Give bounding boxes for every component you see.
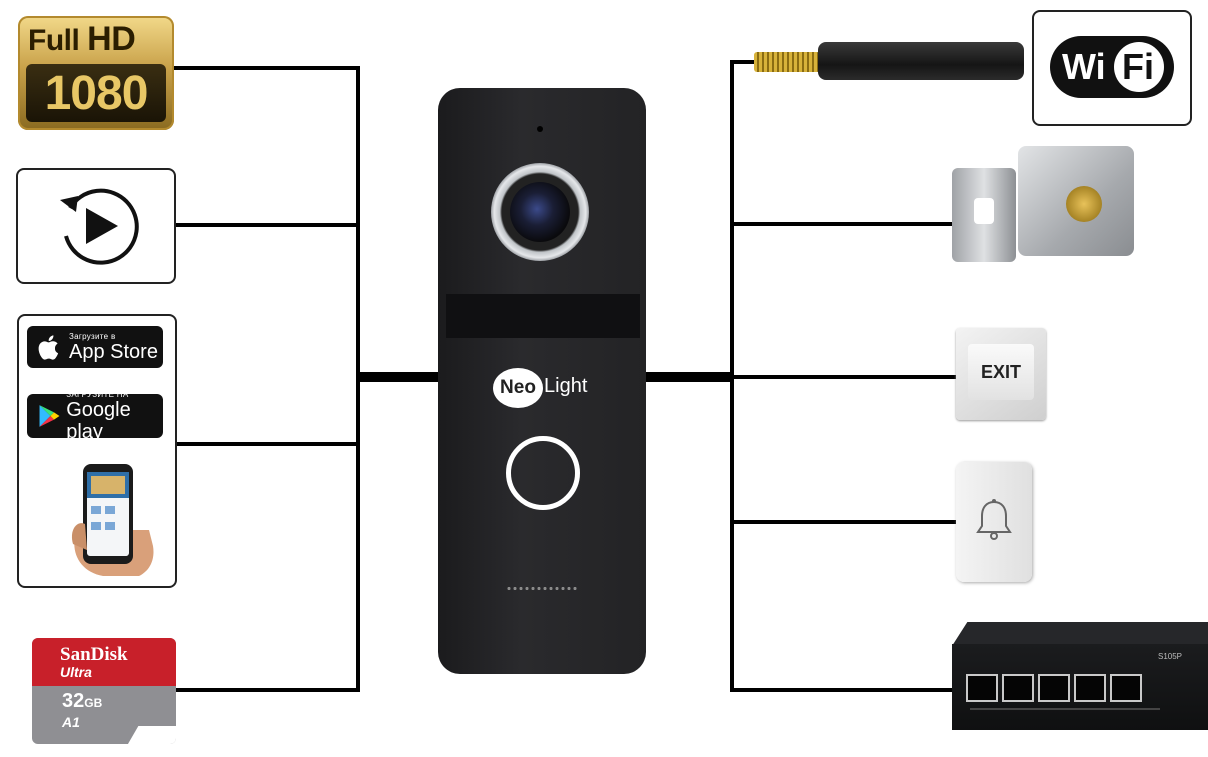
speaker-grille xyxy=(506,586,578,591)
connector-line xyxy=(174,66,360,70)
connector-line xyxy=(176,223,360,227)
app-store-badge[interactable]: Загрузите в App Store xyxy=(27,326,163,368)
wifi-logo-wi: Wi xyxy=(1062,46,1106,87)
hd-label-hd: HD xyxy=(87,20,136,58)
bell-icon xyxy=(976,499,1012,540)
lock-key-cylinder xyxy=(1066,186,1102,222)
sd-capacity: 32GB xyxy=(62,690,102,713)
switch-led-row xyxy=(970,708,1160,710)
resolution-label: 1080 xyxy=(26,64,166,122)
sd-notch xyxy=(125,726,176,744)
sd-brand: SanDisk xyxy=(60,644,128,665)
camera-lens-glass xyxy=(510,182,570,242)
wifi-logo-fi: Fi xyxy=(1122,46,1154,87)
connector-line xyxy=(734,375,956,379)
sd-capacity-unit: GB xyxy=(84,696,103,710)
switch-model: S105P xyxy=(1158,652,1183,661)
connector-line xyxy=(734,688,952,692)
exit-button-device: EXIT xyxy=(956,328,1046,420)
connector-bus-left xyxy=(356,66,360,692)
app-store-small: Загрузите в xyxy=(69,331,116,341)
connector-bus-right xyxy=(730,60,734,692)
connector-line xyxy=(734,222,952,226)
camera-lens xyxy=(491,163,589,261)
ir-sensor-strip xyxy=(446,294,640,338)
connector-line xyxy=(176,442,360,446)
google-play-badge[interactable]: ЗАГРУЗИТЕ НА Google play xyxy=(27,390,163,443)
door-chime xyxy=(956,462,1032,582)
google-play-label: Google play xyxy=(66,398,131,443)
brand-logo-circle: Neo xyxy=(493,368,543,408)
connector-line xyxy=(360,372,440,382)
ethernet-port xyxy=(1074,674,1106,702)
phone-in-hand-icon xyxy=(71,464,154,576)
switch-front: S105P xyxy=(952,644,1208,730)
brand-logo-text: Light xyxy=(544,375,588,397)
connector-line xyxy=(176,688,360,692)
antenna-connector xyxy=(754,52,820,72)
connector-line xyxy=(644,372,734,382)
lock-strike-plate xyxy=(952,168,1016,262)
switch-top xyxy=(952,622,1208,646)
microphone-hole xyxy=(537,126,543,132)
playback-feature-box xyxy=(16,168,176,284)
wifi-logo-circle xyxy=(1114,42,1164,92)
mobile-app-box: Загрузите в App Store ЗАГРУЗИТЕ НА Googl… xyxy=(17,314,177,588)
ethernet-port xyxy=(966,674,998,702)
sd-card-label-band xyxy=(32,638,176,686)
poe-switch: S105P xyxy=(952,622,1208,730)
wifi-logo-box: Wi Fi xyxy=(1032,10,1192,126)
wifi-antenna xyxy=(818,42,1024,80)
doorbell-panel: Neo Light xyxy=(438,88,646,674)
replay-icon xyxy=(60,188,139,265)
ethernet-port xyxy=(1038,674,1070,702)
app-store-label: App Store xyxy=(69,340,158,363)
sd-capacity-value: 32 xyxy=(62,690,85,712)
lock-strike-hole xyxy=(974,198,994,224)
sd-class: A1 xyxy=(62,714,80,730)
microsd-card: SanDisk Ultra 32GB A1 xyxy=(32,638,176,744)
electric-lock xyxy=(1018,146,1134,256)
full-hd-badge: Full HD 1080 xyxy=(18,16,174,130)
hd-label: Full HD xyxy=(28,20,136,59)
connector-line xyxy=(730,60,756,64)
connector-line xyxy=(734,520,956,524)
hd-label-full: Full xyxy=(28,24,80,57)
call-button[interactable] xyxy=(506,436,580,510)
apple-icon xyxy=(38,335,59,360)
google-play-small: ЗАГРУЗИТЕ НА xyxy=(66,389,129,399)
ethernet-port xyxy=(1002,674,1034,702)
exit-button-label: EXIT xyxy=(968,344,1034,400)
wifi-logo: Wi Fi xyxy=(1050,36,1174,98)
google-play-icon xyxy=(39,405,60,427)
ethernet-port xyxy=(1110,674,1142,702)
sd-line: Ultra xyxy=(60,664,92,680)
